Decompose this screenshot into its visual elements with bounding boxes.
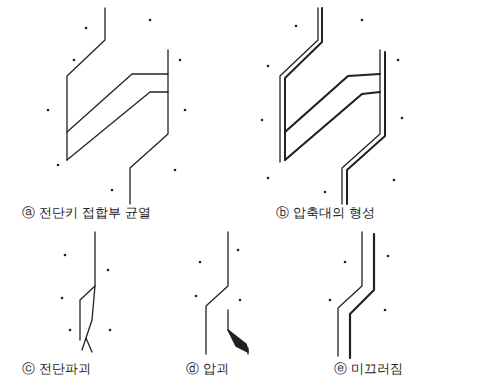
shear-key-joint-crack-sketch bbox=[47, 8, 187, 204]
compression-strut-sketch bbox=[261, 8, 404, 204]
slip-sketch bbox=[329, 232, 390, 358]
shear-failure-sketch bbox=[61, 232, 112, 352]
caption: ⓓ 압괴 bbox=[186, 360, 229, 378]
caption: ⓒ 전단파괴 bbox=[22, 360, 91, 378]
caption: ⓑ 압축대의 형성 bbox=[276, 204, 375, 222]
caption: ⓐ 전단키 접합부 균열 bbox=[22, 204, 151, 222]
crushing-sketch bbox=[195, 232, 248, 354]
caption: ⓔ 미끄러짐 bbox=[334, 360, 403, 378]
